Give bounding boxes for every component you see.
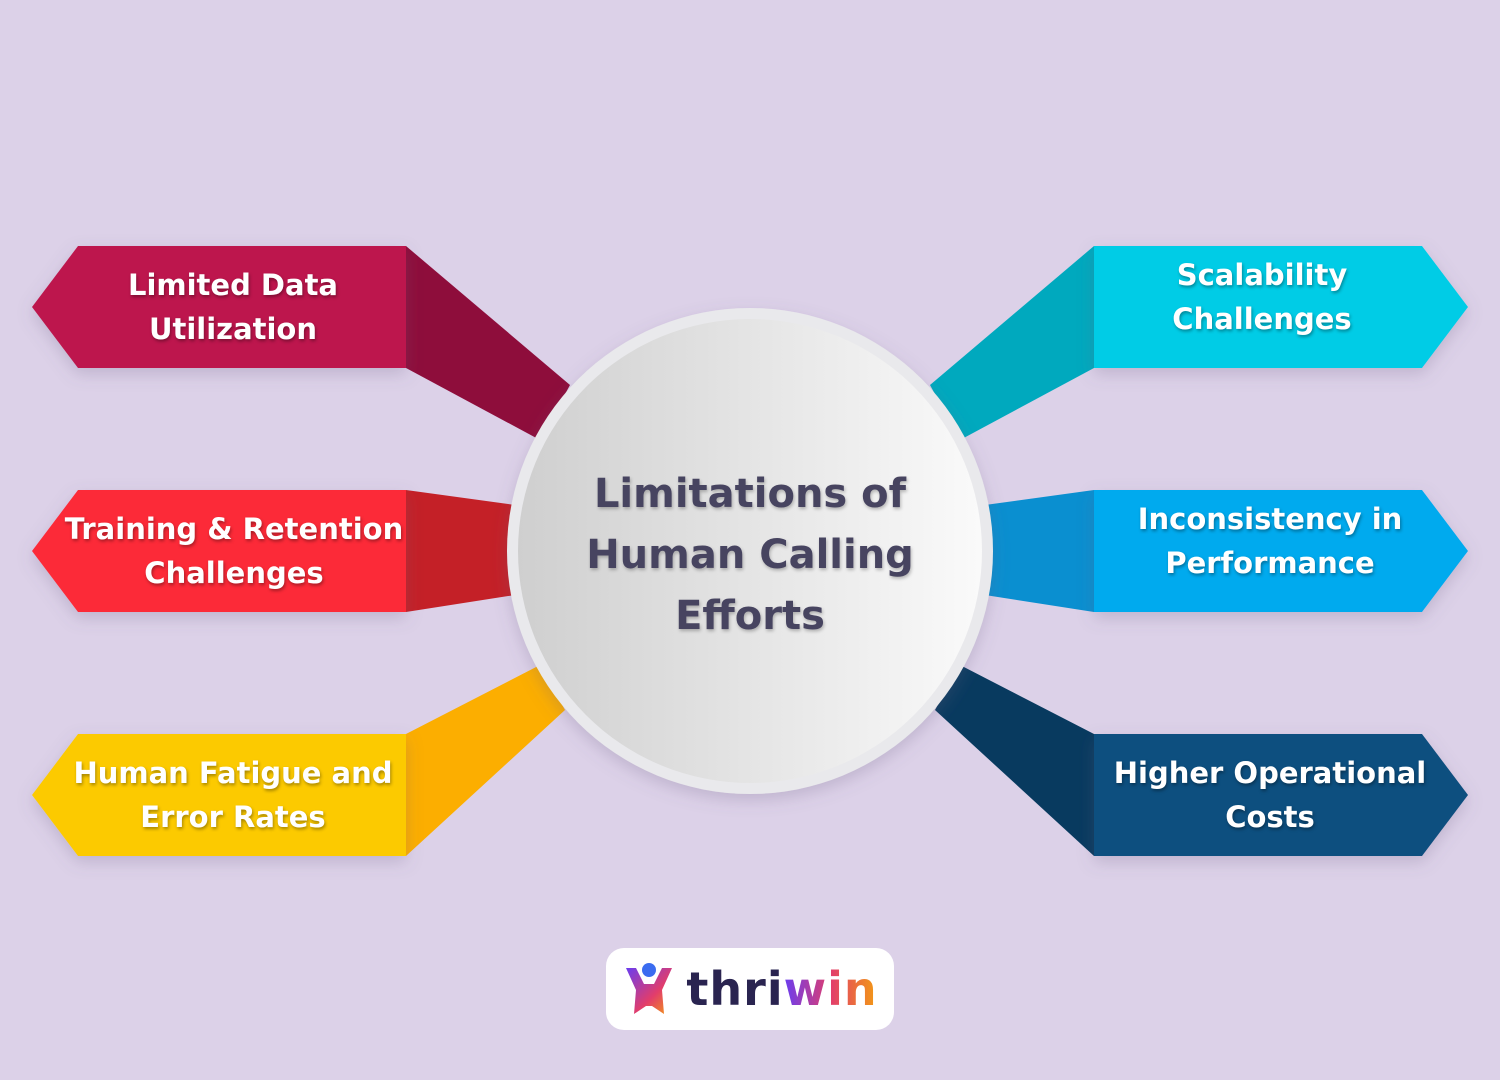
brand-name-prefix: thri — [686, 962, 784, 1016]
brand-name: thriwin — [686, 962, 877, 1016]
arrow-box-3 — [1094, 246, 1468, 368]
item-label-4: Inconsistency in Performance — [1137, 502, 1403, 580]
connector-2 — [406, 665, 565, 856]
connector-5 — [935, 665, 1094, 856]
item-label-1: Training & Retention Challenges — [64, 512, 404, 590]
item-label-5: Higher Operational Costs — [1113, 756, 1427, 834]
brand-logo: thriwin — [606, 948, 894, 1030]
arrow-box-4 — [1094, 490, 1468, 612]
center-circle — [518, 319, 982, 783]
center-title: Limitations of Human Calling Efforts — [586, 470, 914, 639]
item-label-2: Human Fatigue and Error Rates — [73, 756, 393, 834]
connector-1 — [406, 490, 515, 612]
connector-4 — [985, 490, 1094, 612]
item-label-3: Scalability Challenges — [1172, 258, 1352, 336]
connector-0 — [406, 246, 570, 440]
person-raising-arms-icon — [626, 963, 673, 1014]
connector-3 — [930, 246, 1094, 440]
item-label-0: Limited Data Utilization — [127, 268, 339, 346]
arrow-box-5 — [1094, 734, 1468, 856]
brand-name-highlight: win — [783, 962, 878, 1016]
arrow-box-1 — [32, 490, 406, 612]
arrow-box-2 — [32, 734, 406, 856]
arrow-box-0 — [32, 246, 406, 368]
